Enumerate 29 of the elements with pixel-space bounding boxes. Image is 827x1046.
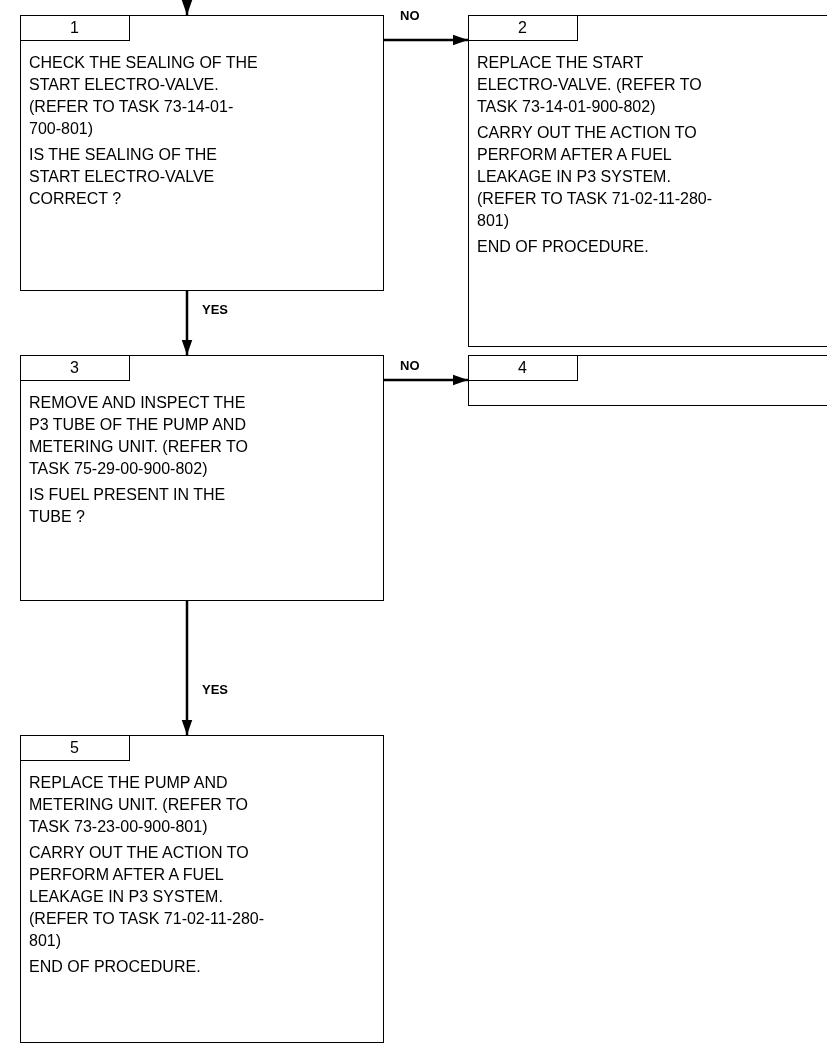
arrow <box>384 374 468 386</box>
step-box <box>468 15 827 347</box>
step-box <box>468 355 827 406</box>
arrow <box>384 34 468 46</box>
step-box <box>20 355 384 601</box>
edge-label: YES <box>200 682 230 697</box>
step-number: 1 <box>19 14 130 41</box>
arrow <box>181 291 193 355</box>
instruction-text: END OF PROCEDURE. <box>29 957 202 977</box>
edge-label: NO <box>398 358 422 373</box>
step-number: 2 <box>467 14 578 41</box>
instruction-text: REPLACE THE START ELECTRO-VALVE. (REFER TO TASK 73-14-01-900-802) <box>477 53 703 117</box>
step-number: 5 <box>19 734 130 761</box>
step-number: 3 <box>19 354 130 381</box>
edge-label: NO <box>398 8 422 23</box>
instruction-text: REPLACE THE PUMP AND METERING UNIT. (REFER TO TASK 73-23-00-900-801) <box>29 773 249 837</box>
instruction-text: CHECK THE SEALING OF THE START ELECTRO-VALVE. (REFER TO TASK 73-14-01-700-801) <box>29 53 259 139</box>
edge-label: YES <box>200 302 230 317</box>
arrow <box>181 601 193 735</box>
instruction-text: CARRY OUT THE ACTION TO PERFORM AFTER A FUEL LEAKAGE IN P3 SYSTEM. (REFER TO TASK 71-02-11-280-801) <box>29 843 265 951</box>
step-number: 4 <box>467 354 578 381</box>
step-box <box>20 735 384 1043</box>
instruction-text: END OF PROCEDURE. <box>477 237 650 257</box>
step-box <box>20 15 384 291</box>
instruction-text: IS THE SEALING OF THE START ELECTRO-VALVE CORRECT ? <box>29 145 218 209</box>
instruction-text: REMOVE AND INSPECT THE P3 TUBE OF THE PUMP AND METERING UNIT. (REFER TO TASK 75-29-00-900-802) <box>29 393 249 479</box>
arrow <box>181 0 193 15</box>
instruction-text: CARRY OUT THE ACTION TO PERFORM AFTER A FUEL LEAKAGE IN P3 SYSTEM. (REFER TO TASK 71-02-11-280-801) <box>477 123 713 231</box>
instruction-text: IS FUEL PRESENT IN THE TUBE ? <box>29 485 227 527</box>
